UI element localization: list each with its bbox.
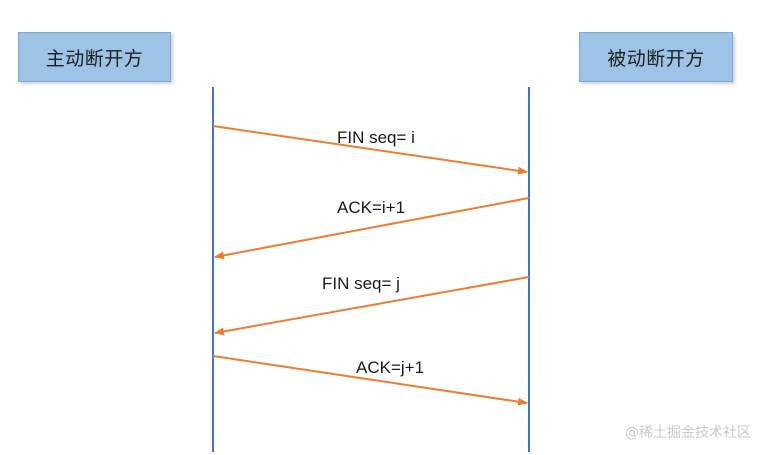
message-arrow-3 — [214, 276, 530, 336]
message-arrow-2 — [214, 197, 530, 260]
message-arrow-4 — [212, 355, 528, 406]
actor-label-passive-closer: 被动断开方 — [607, 47, 705, 70]
message-label-3: FIN seq= j — [322, 274, 400, 293]
actor-box-passive-closer: 被动断开方 — [579, 32, 733, 82]
message-arrow-1 — [212, 125, 528, 175]
message-label-1: FIN seq= i — [337, 128, 415, 147]
message-label-4: ACK=j+1 — [356, 358, 424, 377]
actor-box-active-closer: 主动断开方 — [18, 32, 171, 82]
message-label-2: ACK=i+1 — [337, 198, 405, 217]
watermark: @稀土掘金技术社区 — [625, 425, 751, 441]
actor-label-active-closer: 主动断开方 — [45, 47, 144, 70]
